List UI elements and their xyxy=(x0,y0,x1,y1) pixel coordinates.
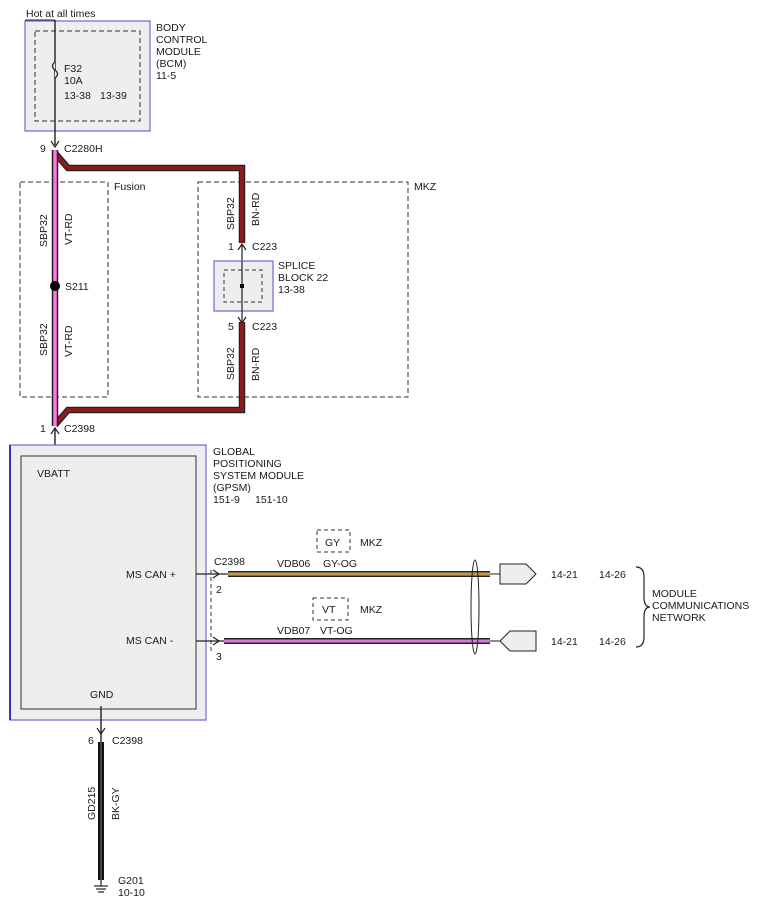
can-minus-color: VT-OG xyxy=(320,625,353,637)
splice-s211-icon xyxy=(50,281,60,291)
gy-option-box xyxy=(316,529,351,553)
network-label-line: NETWORK xyxy=(652,612,706,624)
c2398-power-name: C2398 xyxy=(64,423,95,435)
fuse-id: F32 xyxy=(64,63,82,75)
c2280h-pin: 9 xyxy=(40,143,46,155)
vt-option-color: VT xyxy=(322,604,336,616)
c223-bottom-pin: 5 xyxy=(228,321,234,333)
splice-block-node xyxy=(240,284,244,288)
can-minus-continuation-icon xyxy=(499,630,537,652)
can-plus-circuit: VDB06 xyxy=(277,558,310,570)
twisted-pair-icon xyxy=(470,559,480,655)
can-plus-color: GY-OG xyxy=(323,558,357,570)
bcm-name-line: BODY xyxy=(156,22,186,34)
power-source-label: Hot at all times xyxy=(26,8,95,20)
gpsm-name-line: GLOBAL xyxy=(213,446,255,458)
c2398-ground-connector-icon xyxy=(96,727,106,736)
gy-option-label: MKZ xyxy=(360,537,383,549)
fuse-f32-icon xyxy=(51,61,59,79)
fusion-lower-color: VT-RD xyxy=(63,325,75,357)
splice-block-name: BLOCK 22 xyxy=(278,272,328,284)
c2398-ground-name: C2398 xyxy=(112,735,143,747)
gy-option-color: GY xyxy=(325,537,340,549)
ground-symbol-icon xyxy=(94,880,108,893)
fusion-option-box xyxy=(19,181,109,398)
fuse-page-ref: 13-39 xyxy=(100,90,127,102)
can-minus-pin: 3 xyxy=(216,651,222,663)
bcm-name: BODY CONTROL MODULE (BCM) 11-5 xyxy=(156,22,207,82)
gpsm-name: GLOBAL POSITIONING SYSTEM MODULE (GPSM) … xyxy=(213,446,304,506)
vt-option-box xyxy=(312,597,349,621)
mkz-option-box xyxy=(197,181,409,398)
can-plus-pin: 2 xyxy=(216,584,222,596)
mkz-option-label: MKZ xyxy=(414,181,437,193)
ground-wire-circuit: GD215 xyxy=(86,787,98,820)
can-minus-circuit: VDB07 xyxy=(277,625,310,637)
bcm-module xyxy=(24,20,151,132)
c2398-power-pin: 1 xyxy=(40,423,46,435)
c2398-ground-pin: 6 xyxy=(88,735,94,747)
gpsm-name-line: (GPSM) xyxy=(213,482,251,494)
fuse-rating: 10A xyxy=(64,75,83,87)
network-label-line: COMMUNICATIONS xyxy=(652,600,749,612)
c2280h-name: C2280H xyxy=(64,143,103,155)
fusion-upper-color: VT-RD xyxy=(63,213,75,245)
gpsm-ms-can-plus-label: MS CAN + xyxy=(126,569,176,581)
ground-wire-color: BK-GY xyxy=(110,787,122,820)
bcm-name-line: 11-5 xyxy=(156,70,176,82)
c223-top-name: C223 xyxy=(252,241,277,253)
splice-block-name: 13-38 xyxy=(278,284,305,296)
bn-rd-wire xyxy=(52,150,246,428)
mkz-upper-color: BN-RD xyxy=(250,192,262,226)
can-connector-name: C2398 xyxy=(214,556,245,568)
vt-option-label: MKZ xyxy=(360,604,383,616)
ground-point-page: 10-10 xyxy=(118,887,145,899)
network-brace xyxy=(635,566,651,648)
mkz-upper-circuit: SBP32 xyxy=(225,197,237,230)
can-plus-page-ref: 14-21 xyxy=(551,569,578,581)
can-plus-page-ref: 14-26 xyxy=(599,569,626,581)
gpsm-inner xyxy=(20,455,197,710)
fusion-lower-circuit: SBP32 xyxy=(38,323,50,356)
c223-bottom-name: C223 xyxy=(252,321,277,333)
gpsm-vbatt-label: VBATT xyxy=(37,468,71,480)
bcm-fuse-box xyxy=(34,30,141,122)
network-label-line: MODULE xyxy=(652,588,697,600)
splice-s211-label: S211 xyxy=(65,281,89,293)
gpsm-page-ref: 151-10 xyxy=(255,494,288,506)
bcm-name-line: MODULE xyxy=(156,46,201,58)
gpsm-name-line: POSITIONING xyxy=(213,458,282,470)
c223-top-pin: 1 xyxy=(228,241,234,253)
can-plus-continuation-icon xyxy=(499,563,537,585)
mkz-lower-color: BN-RD xyxy=(250,347,262,381)
fusion-upper-circuit: SBP32 xyxy=(38,214,50,247)
fusion-option-label: Fusion xyxy=(114,181,146,193)
can-minus-connector-icon xyxy=(212,636,221,646)
fuse-page-ref: 13-38 xyxy=(64,90,91,102)
gpsm-page-ref: 151-9 xyxy=(213,494,240,506)
bcm-name-line: (BCM) xyxy=(156,58,186,70)
gpsm-ms-can-minus-label: MS CAN - xyxy=(126,635,174,647)
gpsm-name-line: SYSTEM MODULE xyxy=(213,470,304,482)
bcm-name-line: CONTROL xyxy=(156,34,207,46)
can-minus-page-ref: 14-21 xyxy=(551,636,578,648)
gpsm-gnd-label: GND xyxy=(90,689,114,701)
c2280h-connector-icon xyxy=(50,140,60,149)
ground-point-name: G201 xyxy=(118,875,144,887)
can-minus-page-ref: 14-26 xyxy=(599,636,626,648)
splice-block-name: SPLICE xyxy=(278,260,315,272)
mkz-lower-circuit: SBP32 xyxy=(225,347,237,380)
c223-bottom-connector-icon xyxy=(237,316,247,325)
can-plus-connector-icon xyxy=(212,569,221,579)
